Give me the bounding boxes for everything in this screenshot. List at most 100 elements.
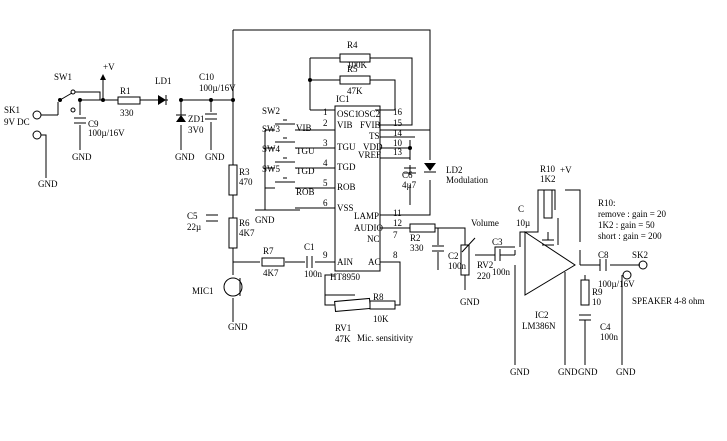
pin-number: 1	[323, 107, 328, 117]
pin-audio-label: AUDIO	[354, 223, 383, 233]
gnd-label: GND	[175, 152, 195, 162]
gnd-label: GND	[205, 152, 225, 162]
pin-vib-label: VIB	[296, 123, 312, 133]
r8-value: 10K	[373, 314, 389, 324]
sw5-label: SW5	[262, 164, 281, 174]
r2-value: 330	[410, 243, 424, 253]
volume-label: Volume	[471, 218, 499, 228]
sk2-label: SK2	[632, 250, 648, 260]
pin-number: 16	[393, 107, 403, 117]
pin-lamp-label: LAMP	[354, 211, 379, 221]
c5-label: C5	[187, 211, 198, 221]
c4-value: 100n	[600, 332, 619, 342]
pin-number: 2	[323, 118, 328, 128]
r6-value: 4K7	[239, 228, 255, 238]
gnd-label: GND	[558, 367, 578, 377]
pin-number: 3	[323, 138, 328, 148]
sk1-rating: 9V DC	[4, 117, 30, 127]
pin-tgd-label: TGD	[337, 162, 356, 172]
pin-ac-label: AC	[368, 257, 381, 267]
r8-label: R8	[373, 292, 384, 302]
ld2-modulation: Modulation	[446, 175, 488, 185]
component-labels: SK1 9V DC SW1 +V R1 330 LD1 C10 100µ/16V…	[4, 40, 705, 377]
ic1-label: IC1	[336, 94, 350, 104]
pin-number: 8	[393, 250, 398, 260]
gnd-label: GND	[228, 322, 248, 332]
pin-number: 15	[393, 118, 403, 128]
rv1-value: 47K	[335, 334, 351, 344]
c5-value: 22µ	[187, 222, 201, 232]
pin-number: 6	[323, 198, 328, 208]
rv1-description: Mic. sensitivity	[357, 333, 413, 343]
c1-value: 100n	[304, 269, 323, 279]
ic2-label: IC2	[535, 310, 549, 320]
r5-label: R5	[347, 64, 358, 74]
pin-number: 5	[323, 178, 328, 188]
sw1-label: SW1	[54, 72, 72, 82]
pin-osc2-label: OSC2	[358, 109, 380, 119]
pin-vib-label: VIB	[337, 120, 353, 130]
pin-number: 11	[393, 208, 402, 218]
ld2-label: LD2	[446, 165, 463, 175]
c2-value: 100n	[448, 261, 467, 271]
r1-value: 330	[120, 108, 134, 118]
rv2-label: RV2	[477, 260, 493, 270]
pin-rob-label: ROB	[337, 182, 356, 192]
r10-note-1k2: 1K2 : gain = 50	[598, 220, 655, 230]
gnd-label: GND	[578, 367, 598, 377]
gnd-label: GND	[255, 215, 275, 225]
pin-osc1-label: OSC1	[337, 109, 359, 119]
gnd-label: GND	[38, 179, 58, 189]
r3-label: R3	[239, 167, 250, 177]
r7-label: R7	[263, 246, 274, 256]
rv1-label: RV1	[335, 323, 351, 333]
ld1-label: LD1	[155, 76, 172, 86]
speaker-label: SPEAKER 4-8 ohm	[632, 296, 705, 306]
r10-value: 1K2	[540, 174, 556, 184]
sw2-label: SW2	[262, 106, 280, 116]
r10-note-remove: remove : gain = 20	[598, 209, 667, 219]
pin-number: 10	[393, 138, 403, 148]
c6-label: C6	[402, 170, 413, 180]
wiring	[32, 29, 640, 365]
c4-label: C4	[600, 322, 611, 332]
gnd-label: GND	[510, 367, 530, 377]
pin-number: 12	[393, 218, 402, 228]
plus-v-label: +V	[560, 165, 572, 175]
ic2-part: LM386N	[522, 321, 556, 331]
r5-value: 47K	[347, 86, 363, 96]
c10-value: 100µ/16V	[199, 83, 236, 93]
c10-label: C10	[199, 72, 215, 82]
pin-tgd-label: TGD	[296, 166, 315, 176]
c8-value: 100µ/16V	[598, 279, 635, 289]
r4-value: 100K	[347, 60, 368, 70]
r10-note-short: short : gain = 200	[598, 231, 662, 241]
pin-number: 9	[323, 250, 328, 260]
gnd-label: GND	[616, 367, 636, 377]
pin-fvib-label: FVIB	[360, 120, 381, 130]
gnd-label: GND	[72, 152, 92, 162]
pin-number: 13	[393, 147, 403, 157]
c-value: 10µ	[516, 218, 530, 228]
pin-ts-label: TS	[369, 131, 380, 141]
pin-tgu-label: TGU	[337, 142, 356, 152]
r4-label: R4	[347, 40, 358, 50]
r3-value: 470	[239, 177, 253, 187]
r7-value: 4K7	[263, 268, 279, 278]
c1-label: C1	[304, 242, 315, 252]
c2-label: C2	[448, 251, 459, 261]
pin-nc-label: NC	[367, 234, 380, 244]
c9-value: 100µ/16V	[88, 128, 125, 138]
c9-label: C9	[88, 119, 99, 129]
r9-value: 10	[592, 297, 602, 307]
r2-label: R2	[410, 233, 421, 243]
plus-v-label: +V	[103, 62, 115, 72]
rv2-value: 220	[477, 271, 491, 281]
r9-label: R9	[592, 287, 603, 297]
pin-vss-label: VSS	[337, 203, 354, 213]
pin-rob-label: ROB	[296, 187, 315, 197]
gnd-label: GND	[460, 297, 480, 307]
pin-number: 7	[393, 230, 398, 240]
r1-label: R1	[120, 86, 131, 96]
